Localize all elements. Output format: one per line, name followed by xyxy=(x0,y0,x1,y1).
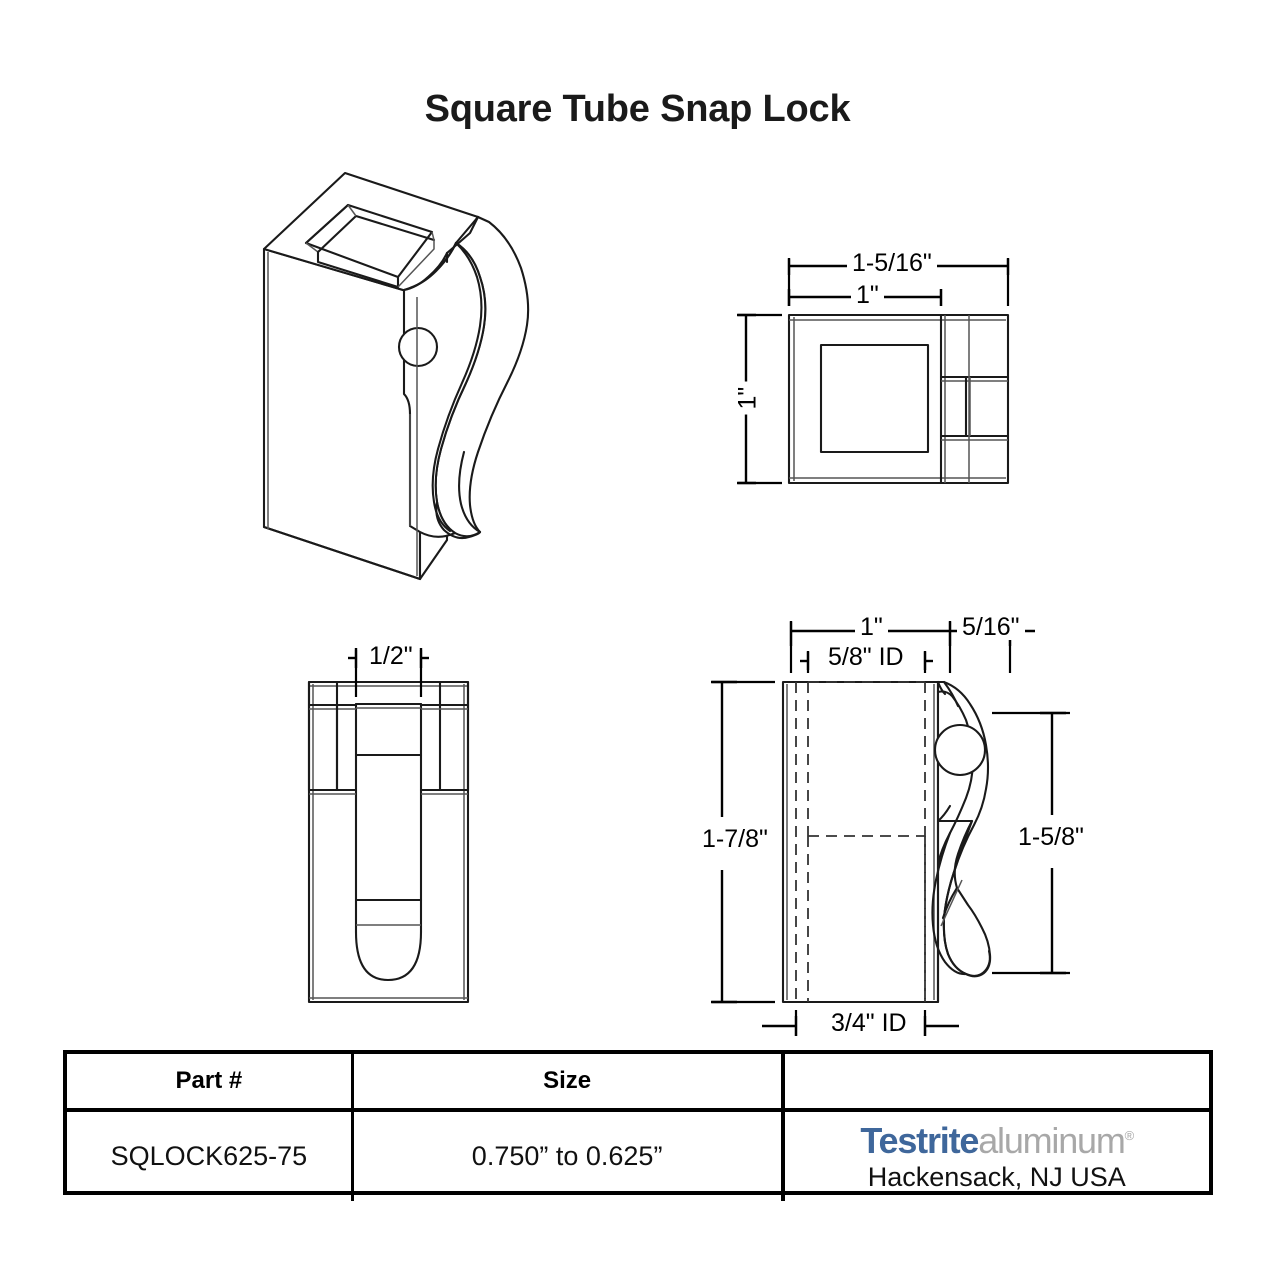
table-row: SQLOCK625-75 0.750” to 0.625” Testriteal… xyxy=(67,1110,1209,1201)
brand-name-secondary: aluminum xyxy=(978,1119,1126,1161)
column-header-logo xyxy=(782,1054,1209,1112)
cell-part-number: SQLOCK625-75 xyxy=(67,1110,354,1201)
page-title: Square Tube Snap Lock xyxy=(424,88,851,130)
table-header-row: Part # Size xyxy=(67,1054,1209,1112)
isometric-view-geometry xyxy=(262,171,530,581)
dim-side-lever-height: 1-5/8" xyxy=(1013,824,1089,850)
rear-view-geometry xyxy=(307,648,470,1004)
dim-side-lever-offset: 5/16" xyxy=(957,614,1025,640)
dim-side-inner-bottom: 3/4" ID xyxy=(826,1010,912,1036)
brand-logo-cell: Testritealuminum® Hackensack, NJ USA xyxy=(783,1110,1210,1201)
side-view-geometry xyxy=(711,620,1070,1036)
cell-size: 0.750” to 0.625” xyxy=(352,1110,785,1201)
registered-trademark-icon: ® xyxy=(1124,1127,1135,1143)
dim-side-body-width: 1" xyxy=(855,614,888,640)
column-header-size: Size xyxy=(352,1054,785,1112)
spec-table: Part # Size SQLOCK625-75 0.750” to 0.625… xyxy=(63,1050,1213,1201)
brand-wordmark: Testritealuminum® xyxy=(785,1119,1210,1161)
brand-name-primary: Testrite xyxy=(860,1119,979,1161)
top-view-geometry xyxy=(737,258,1010,485)
brand-location: Hackensack, NJ USA xyxy=(867,1161,1126,1192)
dim-top-body-width: 1" xyxy=(851,282,884,308)
dim-top-height: 1" xyxy=(733,381,761,415)
dim-side-overall-height: 1-7/8" xyxy=(697,826,773,852)
dim-top-overall-width: 1-5/16" xyxy=(847,250,937,276)
dim-side-inner-top: 5/8" ID xyxy=(823,644,909,670)
column-header-part-number: Part # xyxy=(67,1054,354,1112)
dim-rear-slot-width: 1/2" xyxy=(364,643,418,669)
